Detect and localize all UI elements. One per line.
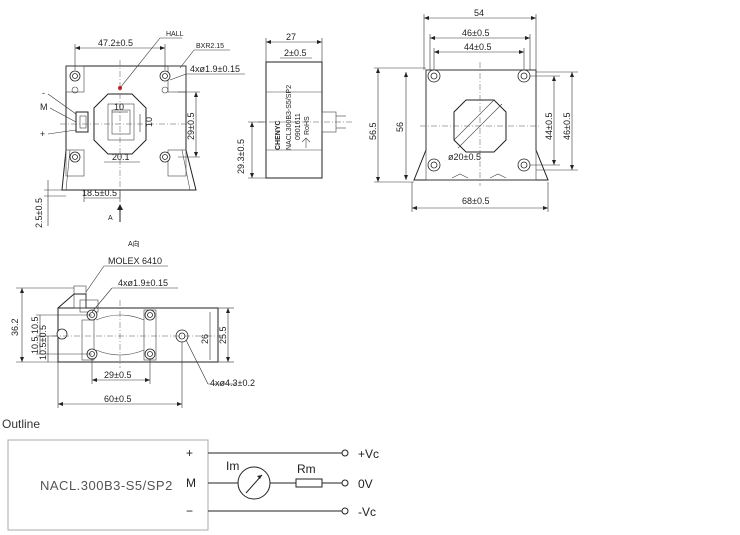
dim-bottom-60: 60±0.5 [104, 394, 131, 404]
side-model: NACL300B3-S5/SP2 [286, 85, 293, 150]
schematic-model: NACL.300B3-S5/SP2 [40, 478, 173, 493]
dim-bottom-18: 18.5±0.5 [82, 188, 117, 198]
dim-right-r44: 44±0.5 [544, 113, 554, 140]
dim-bottom-10-5a: 10.5 [30, 316, 40, 334]
label-molex: MOLEX 6410 [108, 256, 162, 266]
dim-bottom-10-5c: 10.5±0.5 [38, 325, 48, 360]
label-bottom-holes2: 4xø4.3±0.2 [210, 378, 255, 388]
meter-icon [237, 466, 271, 500]
arrow-a: A [108, 215, 113, 222]
dim-right-56: 56 [395, 122, 405, 132]
dim-right-56-5: 56.5 [368, 122, 378, 140]
schematic-meter-label: Im [226, 459, 239, 473]
view-a-label: A向 [128, 239, 140, 248]
dim-bottom-26: 26 [200, 334, 210, 344]
schematic-pin-plus: + [186, 446, 193, 460]
pin-minus: - [42, 88, 45, 98]
terminal-plus-vc: +Vc [358, 447, 379, 461]
label-front-holes: 4xø1.9±0.15 [190, 64, 240, 74]
label-bottom-holes: 4xø1.9±0.15 [118, 278, 168, 288]
dim-right-dia20: ø20±0.5 [448, 152, 481, 162]
dim-right-46: 46±0.5 [462, 28, 489, 38]
schematic-pin-minus: − [186, 504, 193, 518]
schematic-resistor-label: Rm [297, 462, 316, 476]
side-brand: CHENYC [275, 120, 282, 150]
dim-right-68: 68±0.5 [462, 196, 489, 206]
dim-inner-10a: 10 [114, 102, 124, 112]
terminal-minus-vc: -Vc [358, 505, 376, 519]
dim-top-width: 47.2±0.5 [98, 38, 133, 48]
resistor-icon [295, 478, 323, 488]
terminal-0v: 0V [358, 477, 373, 491]
dim-left-2-5: 2.5±0.5 [34, 198, 44, 228]
dim-right-54: 54 [474, 8, 484, 18]
dim-side-27: 27 [286, 32, 296, 42]
side-rohs: RoHS [304, 116, 311, 135]
front-view: 47.2±0.5 HALL BXR2.15 4xø1.9±0.15 10 10 … [34, 31, 245, 248]
bottom-view: MOLEX 6410 4xø1.9±0.15 36.2 10.5 10.5 10… [10, 256, 255, 408]
dim-bottom-10-5b: 10.5 [30, 336, 40, 354]
side-code: 0901611 [295, 113, 302, 140]
label-bxr: BXR2.15 [196, 43, 224, 50]
side-view: CHENYC NACL300B3-S5/SP2 0901611 RoHS 27 … [236, 32, 352, 179]
label-hall: HALL [166, 31, 184, 38]
dim-side-2: 2±0.5 [284, 48, 306, 58]
dim-right-29: 29±0.5 [186, 113, 196, 140]
right-view: 54 46±0.5 44±0.5 56.5 56 44±0.5 46±0 [368, 8, 578, 212]
dim-inner-10b: 10 [144, 117, 154, 127]
outline-title: Outline [2, 417, 41, 431]
schematic: NACL.300B3-S5/SP2 + M − Im Rm +Vc 0V -Vc [7, 439, 379, 531]
pin-plus: + [40, 129, 45, 139]
schematic-pin-m: M [186, 476, 196, 490]
dim-side-29-3: 29.3±0.5 [236, 139, 246, 174]
dim-bottom-29: 29±0.5 [104, 370, 131, 380]
dim-right-44: 44±0.5 [464, 42, 491, 52]
dim-right-r46: 46±0.5 [562, 113, 572, 140]
pin-m: M [40, 102, 48, 112]
dim-bottom-25-5: 25.5 [218, 326, 228, 344]
dim-inner-20: 20.1 [112, 152, 130, 162]
dim-bottom-36: 36.2 [10, 318, 20, 336]
